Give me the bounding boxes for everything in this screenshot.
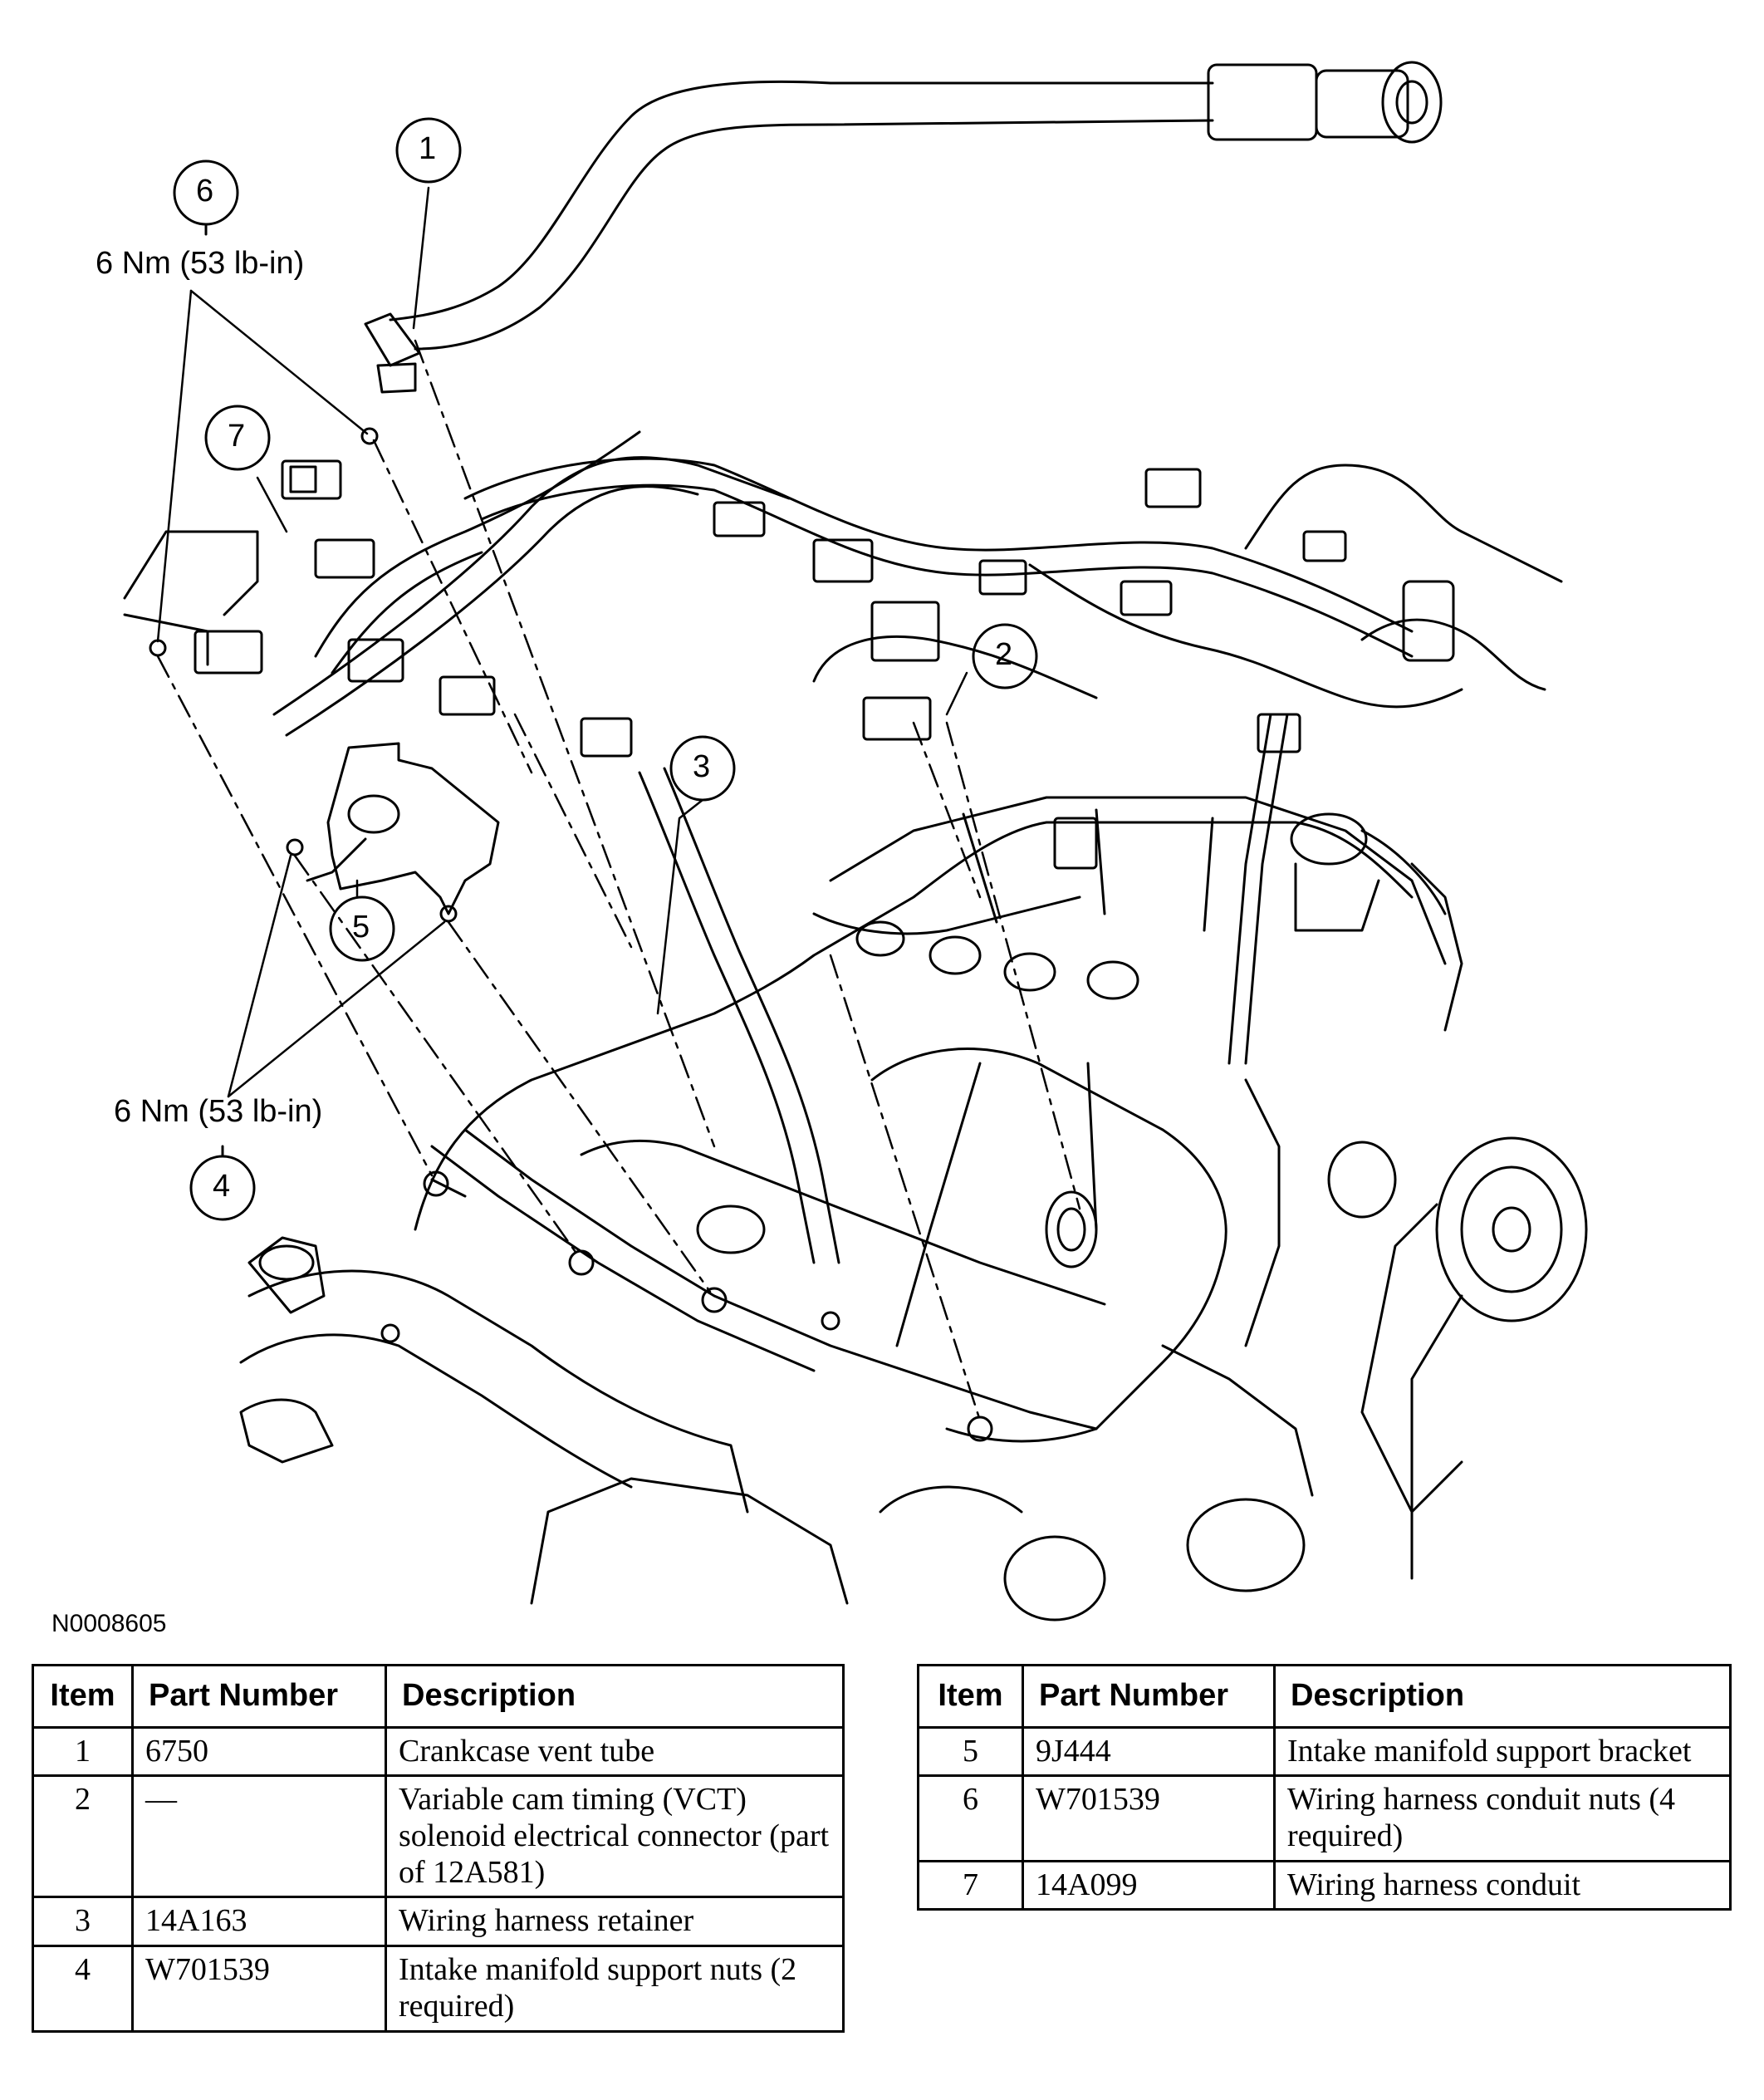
callout-circle-7 (204, 405, 271, 471)
table-row: 4 W701539 Intake manifold support nuts (… (32, 1945, 845, 2033)
cell-description: Wiring harness conduit nuts (4 required) (1273, 1774, 1732, 1862)
cell-description: Wiring harness conduit (1273, 1859, 1732, 1911)
parts-table-right: Item Part Number Description 5 9J444 Int… (917, 1664, 1732, 1911)
callout-circle-3 (669, 735, 736, 802)
cell-description: Intake manifold support bracket (1273, 1725, 1732, 1778)
callout-number-7: 7 (228, 419, 246, 454)
callout-number-1: 1 (419, 131, 437, 166)
callout-leader-lines (156, 186, 968, 1098)
cell-description: Crankcase vent tube (385, 1725, 845, 1778)
callout-number-5: 5 (352, 910, 370, 945)
cell-part-number: W701539 (1022, 1774, 1276, 1862)
figure-id: N0008605 (51, 1610, 167, 1637)
cell-description: Variable cam timing (VCT) solenoid elect… (385, 1774, 845, 1899)
header-description: Description (1273, 1664, 1732, 1729)
table-header-row: Item Part Number Description (32, 1664, 845, 1729)
callout-number-4: 4 (213, 1169, 231, 1204)
header-description: Description (385, 1664, 845, 1729)
cell-part-number: 14A099 (1022, 1859, 1276, 1911)
cell-part-number: 9J444 (1022, 1725, 1276, 1778)
cell-item: 5 (917, 1725, 1024, 1778)
cell-description: Wiring harness retainer (385, 1896, 845, 1948)
engine-wiring-harness-illustration (123, 61, 1588, 1622)
torque-spec-upper: 6 Nm (53 lb-in) (96, 246, 305, 281)
engine-block-drawing (239, 796, 1588, 1622)
callout-number-6: 6 (196, 174, 214, 209)
table-header-row: Item Part Number Description (917, 1664, 1732, 1729)
cell-item: 1 (32, 1725, 134, 1778)
header-item: Item (917, 1664, 1024, 1729)
table-row: 1 6750 Crankcase vent tube (32, 1725, 845, 1778)
callout-circle-1 (395, 117, 462, 184)
cell-part-number: 14A163 (131, 1896, 387, 1948)
alignment-dash-lines (156, 339, 1081, 1422)
wiring-harness-conduit-drawing (272, 430, 1563, 1264)
crankcase-vent-tube-drawing (364, 61, 1443, 394)
callout-circle-2 (972, 623, 1038, 689)
cell-part-number: — (131, 1774, 387, 1899)
table-row: 6 W701539 Wiring harness conduit nuts (4… (917, 1774, 1732, 1862)
cell-part-number: W701539 (131, 1945, 387, 2033)
header-part-number: Part Number (131, 1664, 387, 1729)
harness-connectors-drawing (123, 459, 1455, 870)
callout-circles (173, 117, 1038, 1221)
table-row: 3 14A163 Wiring harness retainer (32, 1896, 845, 1948)
torque-spec-lower: 6 Nm (53 lb-in) (114, 1094, 323, 1129)
cell-item: 3 (32, 1896, 134, 1948)
header-part-number: Part Number (1022, 1664, 1276, 1729)
cell-item: 4 (32, 1945, 134, 2033)
cell-item: 7 (917, 1859, 1024, 1911)
callout-number-3: 3 (693, 749, 711, 784)
table-row: 5 9J444 Intake manifold support bracket (917, 1725, 1732, 1778)
cell-item: 2 (32, 1774, 134, 1899)
callout-number-2: 2 (995, 637, 1013, 672)
cell-description: Intake manifold support nuts (2 required… (385, 1945, 845, 2033)
cell-item: 6 (917, 1774, 1024, 1862)
intake-manifold-support-bracket-drawing (306, 742, 500, 915)
cell-part-number: 6750 (131, 1725, 387, 1778)
header-item: Item (32, 1664, 134, 1729)
callout-circle-5 (329, 895, 395, 962)
table-row: 2 — Variable cam timing (VCT) solenoid e… (32, 1774, 845, 1899)
parts-table-left: Item Part Number Description 1 6750 Cran… (32, 1664, 845, 2033)
table-row: 7 14A099 Wiring harness conduit (917, 1859, 1732, 1911)
